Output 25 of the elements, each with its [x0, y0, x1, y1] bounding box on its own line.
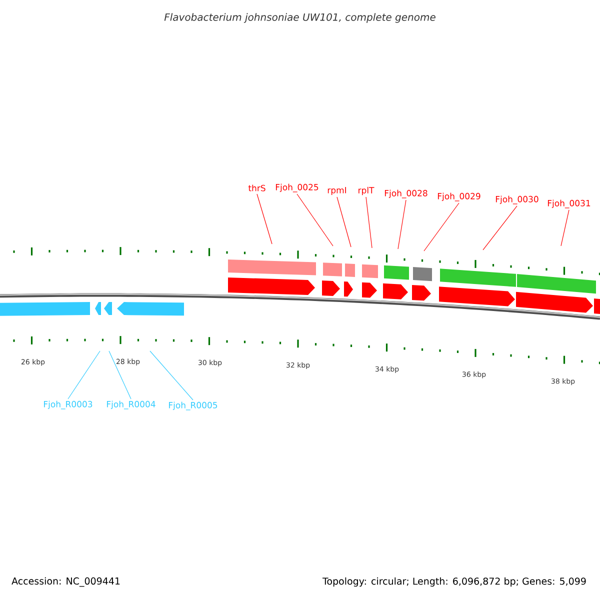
leader-line — [108, 350, 132, 400]
gene-label: Fjoh_0031 — [548, 200, 590, 208]
gene-label: Fjoh_R0004 — [107, 400, 156, 410]
leader-line — [560, 210, 570, 246]
gene-label: Fjoh_0028 — [384, 190, 428, 198]
leader-line — [366, 196, 372, 248]
leader-line — [296, 194, 334, 246]
gene-label: rplT — [358, 186, 374, 196]
gene-label: Fjoh_0025 — [276, 184, 318, 192]
leader-line — [150, 350, 194, 400]
gene-label: Fjoh_0029 — [438, 192, 480, 202]
gene-label: thrS — [248, 184, 266, 192]
gene-label: Fjoh_R0005 — [169, 402, 218, 410]
gene-label: rpmI — [328, 187, 346, 195]
leader-line — [336, 196, 352, 248]
footer-text: Accession: NC_009441 — [12, 577, 120, 587]
leader-line — [68, 350, 100, 400]
gene-label: Fjoh_R0003 — [44, 400, 92, 410]
title: Flavobacterium johnsoniae UW101, complete genome — [164, 13, 436, 23]
leader-line — [256, 194, 272, 244]
leader-line — [424, 202, 460, 252]
gene-label: Fjoh_0030 — [496, 196, 538, 204]
footer-text: Topology: circular; Length: 6,096,872 bp; Genes: 5,099 — [322, 577, 586, 587]
leader-line — [482, 206, 518, 250]
leader-line — [398, 200, 406, 250]
